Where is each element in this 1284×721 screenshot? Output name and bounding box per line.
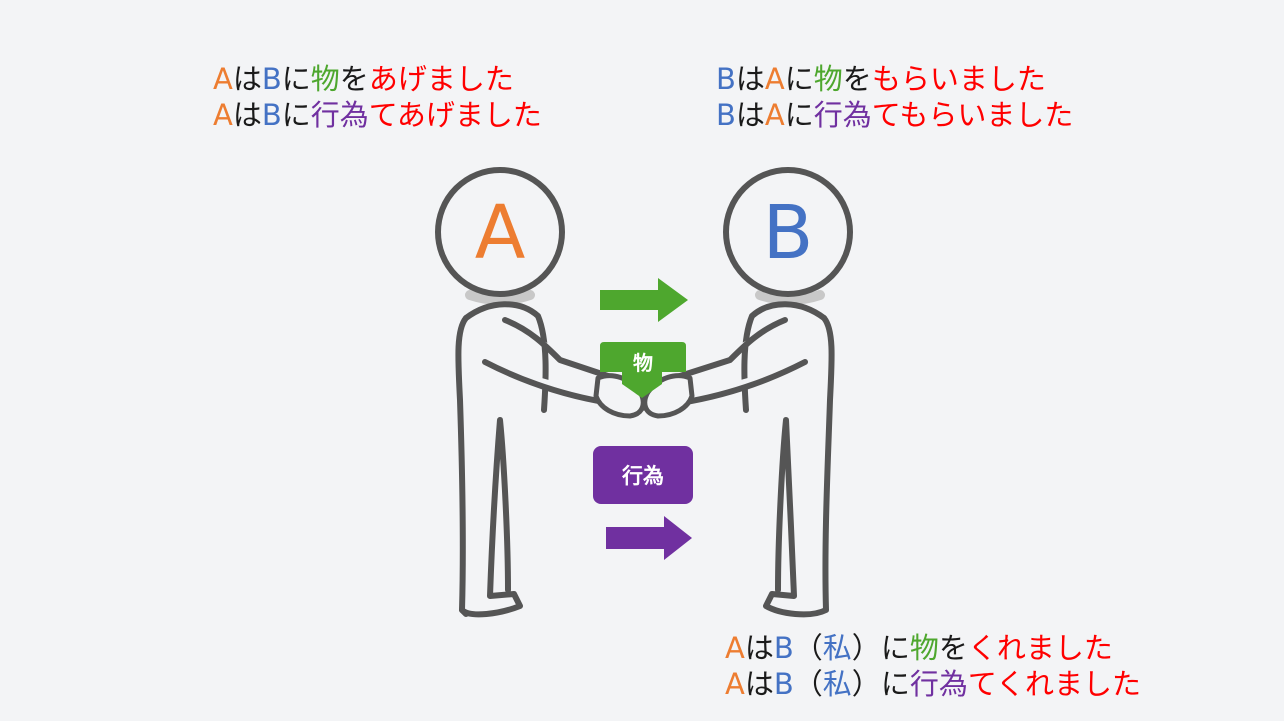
caption-segment: を bbox=[842, 62, 872, 96]
caption-segment: を bbox=[938, 631, 968, 665]
action-box bbox=[593, 446, 693, 504]
action-label: 行為 bbox=[621, 464, 664, 488]
caption-segment: B bbox=[773, 667, 794, 701]
caption-segment: に bbox=[281, 98, 311, 132]
caption-segment: は bbox=[735, 98, 765, 132]
caption-line: BはAに物をもらいました bbox=[716, 61, 1073, 97]
caption-segment: に bbox=[784, 98, 814, 132]
caption-segment: もらいました bbox=[871, 62, 1046, 96]
caption-segment: B bbox=[261, 62, 282, 96]
caption-segment: 私 bbox=[822, 667, 852, 701]
caption-segment: てくれました bbox=[967, 667, 1141, 701]
caption-segment: を bbox=[339, 62, 369, 96]
caption-segment: A bbox=[213, 98, 233, 132]
caption-segment: （ bbox=[793, 631, 823, 665]
caption-segment: てあげました bbox=[368, 98, 542, 132]
caption-segment: （ bbox=[793, 667, 823, 701]
person-b-figure bbox=[637, 167, 853, 618]
caption-segment: は bbox=[744, 631, 774, 665]
caption-segment: A bbox=[725, 631, 745, 665]
caption-segment: は bbox=[232, 62, 262, 96]
caption-segment: に bbox=[784, 62, 814, 96]
caption-segment: 物 bbox=[909, 631, 939, 665]
right-arrow-icon bbox=[606, 516, 692, 560]
caption-segment: A bbox=[764, 98, 785, 132]
caption-segment: B bbox=[716, 98, 736, 132]
caption-segment: は bbox=[735, 62, 765, 96]
caption-segment: くれました bbox=[967, 631, 1113, 665]
caption-segment: 行為 bbox=[310, 98, 369, 132]
caption-segment: 行為 bbox=[813, 98, 872, 132]
caption-segment: に bbox=[281, 62, 311, 96]
caption-segment: は bbox=[232, 98, 262, 132]
thing-label: 物 bbox=[633, 351, 653, 375]
thing-package bbox=[600, 342, 686, 398]
caption-segment: 私 bbox=[822, 631, 852, 665]
caption-segment: 物 bbox=[310, 62, 340, 96]
caption-segment: A bbox=[213, 62, 233, 96]
caption-segment: は bbox=[744, 667, 774, 701]
caption-segment: に bbox=[880, 631, 910, 665]
caption-segment: A bbox=[725, 667, 745, 701]
person-a-label: A bbox=[475, 190, 526, 276]
caption-line: AはBに物をあげました bbox=[213, 61, 542, 97]
caption-segment: あげました bbox=[368, 62, 514, 96]
caption-line: AはBに行為てあげました bbox=[213, 97, 542, 133]
caption-segment: ） bbox=[851, 631, 881, 665]
caption-line: BはAに行為てもらいました bbox=[716, 97, 1073, 133]
caption-segment: ） bbox=[851, 667, 881, 701]
caption-segment: A bbox=[764, 62, 785, 96]
caption-segment: てもらいました bbox=[871, 98, 1074, 132]
caption-segment: B bbox=[716, 62, 736, 96]
caption-segment: B bbox=[773, 631, 794, 665]
caption-line: AはB（私）に行為てくれました bbox=[725, 666, 1141, 702]
right-arrow-icon bbox=[600, 278, 688, 322]
caption-segment: 物 bbox=[813, 62, 843, 96]
caption-line: AはB（私）に物をくれました bbox=[725, 630, 1141, 666]
caption-segment: 行為 bbox=[909, 667, 968, 701]
person-b-label: B bbox=[763, 190, 814, 276]
caption-segment: に bbox=[880, 667, 910, 701]
caption-segment: B bbox=[261, 98, 282, 132]
